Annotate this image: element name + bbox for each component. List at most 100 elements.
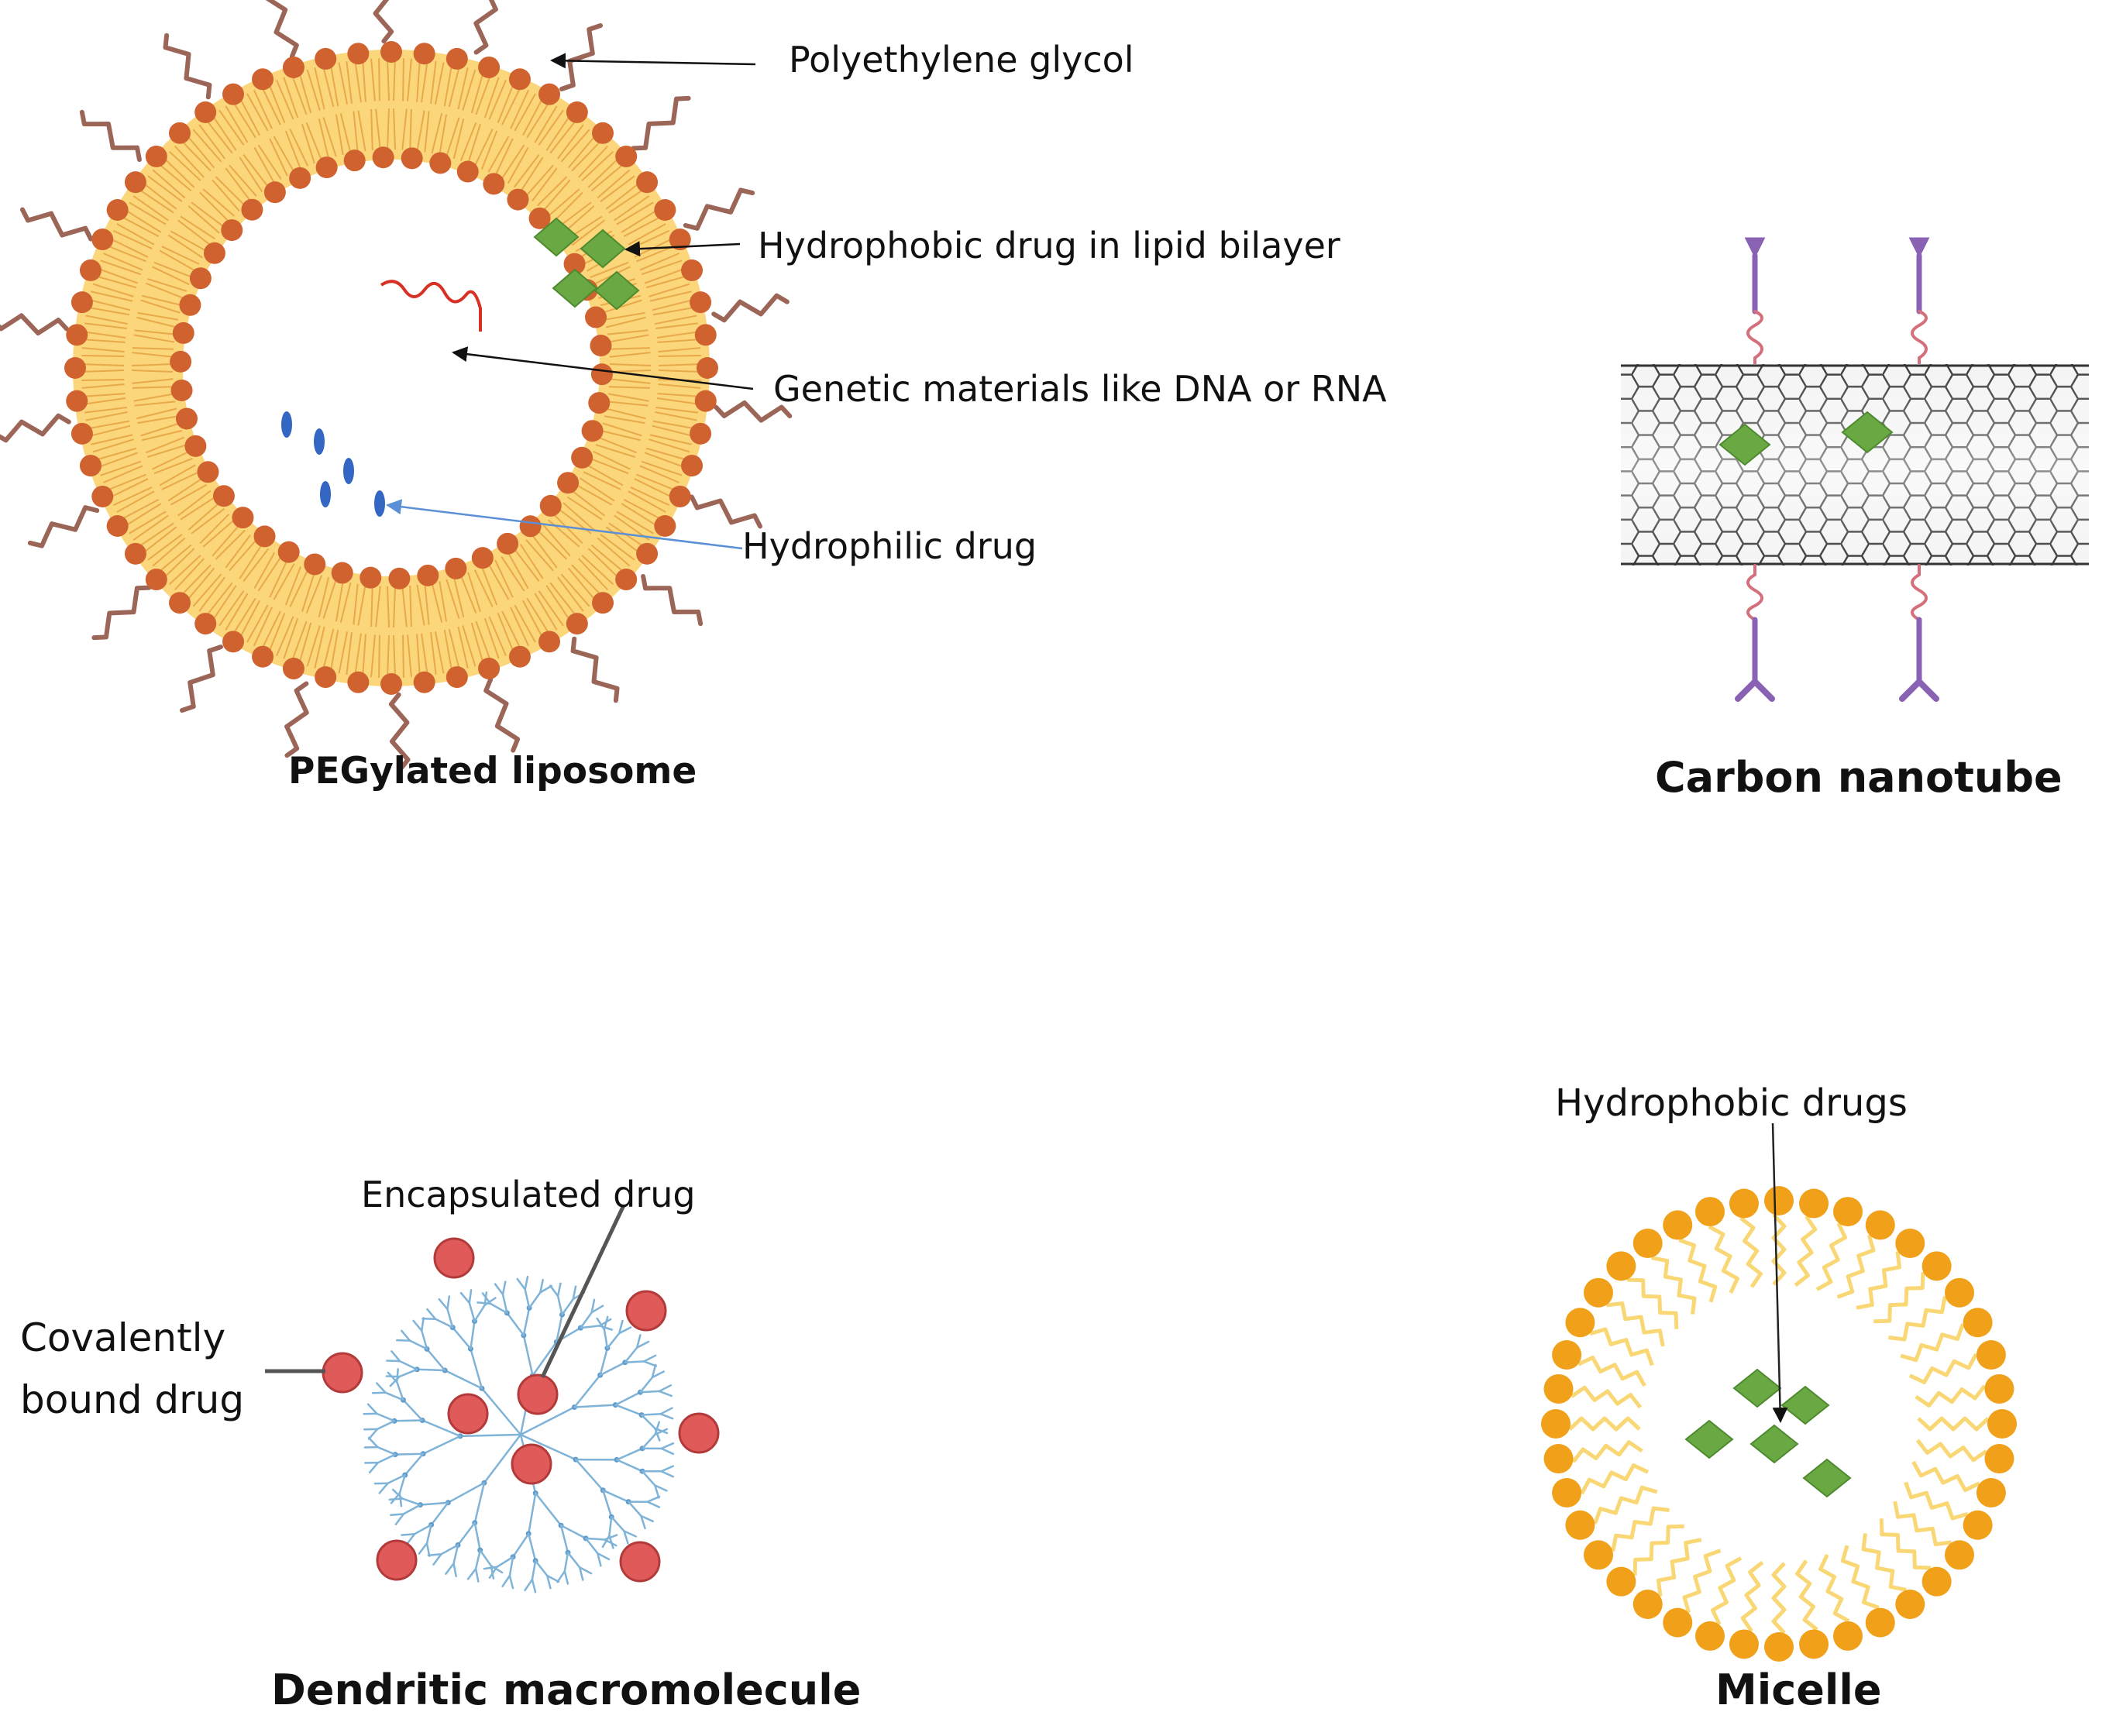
peg-chain xyxy=(375,0,392,41)
peg-chain xyxy=(486,679,518,751)
lipid-head xyxy=(566,101,588,123)
lipid-head xyxy=(654,199,676,221)
lipid-head xyxy=(697,357,718,379)
lipid-head xyxy=(232,507,253,528)
lipid-head xyxy=(360,567,381,589)
micelle-head xyxy=(1663,1210,1692,1239)
lipid-head xyxy=(179,294,201,316)
micelle-tail xyxy=(1838,1235,1874,1297)
micelle-tail xyxy=(1627,1280,1677,1329)
lipid-head xyxy=(283,57,304,78)
lipid-head xyxy=(71,291,93,313)
lipid-head xyxy=(478,658,500,679)
micelle-head xyxy=(1977,1340,2006,1370)
lipid-head xyxy=(125,543,146,565)
micelle-head xyxy=(1541,1409,1571,1439)
antibodies-top xyxy=(1746,239,1928,367)
micelle-head xyxy=(1866,1210,1895,1239)
micelle-head xyxy=(1895,1590,1925,1619)
lipid-head xyxy=(509,646,531,668)
micelle-head xyxy=(1544,1444,1574,1473)
lipid-head xyxy=(171,380,193,401)
micelle-tail xyxy=(1913,1462,1980,1490)
micelle-drug-pointer xyxy=(1773,1123,1780,1421)
peg-chain xyxy=(265,0,297,57)
lipid-head xyxy=(414,43,435,64)
lipid-head xyxy=(509,68,531,90)
micelle-tail xyxy=(1713,1558,1742,1624)
dendrimer-drug xyxy=(449,1394,487,1433)
micelle-head xyxy=(1945,1278,1974,1308)
lipid-head xyxy=(71,423,93,445)
lipid-head xyxy=(254,525,276,547)
drug-diamond xyxy=(1686,1421,1732,1458)
antibody xyxy=(1902,565,1936,699)
micelle-head xyxy=(1963,1308,1993,1337)
micelle-head xyxy=(1663,1608,1692,1638)
hydrophilic-drug xyxy=(281,411,292,438)
dendrimer-diagram xyxy=(265,1205,718,1592)
micelle-head xyxy=(1606,1251,1636,1281)
lipid-head xyxy=(222,84,244,105)
antibodies-bottom xyxy=(1738,565,1936,699)
lipid-head xyxy=(636,543,658,565)
lipid-head xyxy=(388,568,410,590)
micelle-tail xyxy=(1795,1216,1815,1285)
dendrimer-caption: Dendritic macromolecule xyxy=(271,1666,861,1714)
micelle-tail xyxy=(1595,1487,1657,1524)
lipid-head xyxy=(173,322,194,344)
micelle-tail xyxy=(1570,1418,1639,1429)
lipid-head xyxy=(681,260,703,281)
micelle-tail xyxy=(1571,1387,1640,1408)
lipid-head xyxy=(169,592,191,614)
micelle-head xyxy=(1544,1374,1574,1404)
peg-pointer xyxy=(552,60,755,64)
lipid-head xyxy=(472,547,494,569)
lipid-head xyxy=(91,229,113,250)
peg-chain xyxy=(692,497,760,527)
lipid-head xyxy=(316,156,338,178)
dendrimer-drug xyxy=(512,1445,551,1483)
micelle-tail xyxy=(1821,1555,1849,1621)
lipid-head xyxy=(591,363,613,385)
peg-chain xyxy=(182,647,221,710)
lipid-head xyxy=(380,673,402,695)
micelle-tail xyxy=(1856,1252,1899,1308)
micelle-drugs xyxy=(1686,1370,1850,1497)
dendrimer-drug xyxy=(621,1542,659,1581)
hydrophilic-drug xyxy=(320,481,331,507)
genetic-material-label: Genetic materials like DNA or RNA xyxy=(773,368,1387,410)
micelle-head xyxy=(1895,1229,1925,1258)
lipid-head xyxy=(252,68,274,90)
lipid-head xyxy=(615,569,637,590)
micelle-head xyxy=(1552,1340,1581,1370)
liposome-caption: PEGylated liposome xyxy=(288,750,697,792)
micelle-head xyxy=(1922,1567,1952,1597)
lipid-head xyxy=(566,613,588,634)
antibody xyxy=(1911,239,1928,367)
micelle-tail xyxy=(1659,1540,1701,1597)
liposome-diagram xyxy=(0,0,790,769)
lipid-head xyxy=(66,390,88,412)
micelle-tail xyxy=(1881,1518,1931,1568)
lipid-head xyxy=(91,486,113,507)
micelle-head xyxy=(1799,1629,1829,1659)
micelle-head xyxy=(1584,1540,1613,1569)
micelle-head xyxy=(1984,1444,2014,1473)
dendrimer-branches xyxy=(364,1277,673,1592)
lipid-head xyxy=(344,150,366,171)
lipid-head xyxy=(194,101,216,123)
micelle-tails xyxy=(1570,1215,1988,1633)
peg-label: Polyethylene glycol xyxy=(789,39,1134,81)
lipid-head xyxy=(445,558,466,579)
micelle-head xyxy=(1552,1478,1581,1507)
peg-chain xyxy=(82,112,139,160)
micelle-head xyxy=(1633,1229,1663,1258)
nanotube-diagram xyxy=(1621,239,2089,699)
peg-chain xyxy=(643,576,700,624)
lipid-head xyxy=(146,146,167,167)
lipid-head xyxy=(125,171,146,193)
dendrimer-drug xyxy=(627,1291,666,1330)
lipid-head xyxy=(278,541,300,563)
